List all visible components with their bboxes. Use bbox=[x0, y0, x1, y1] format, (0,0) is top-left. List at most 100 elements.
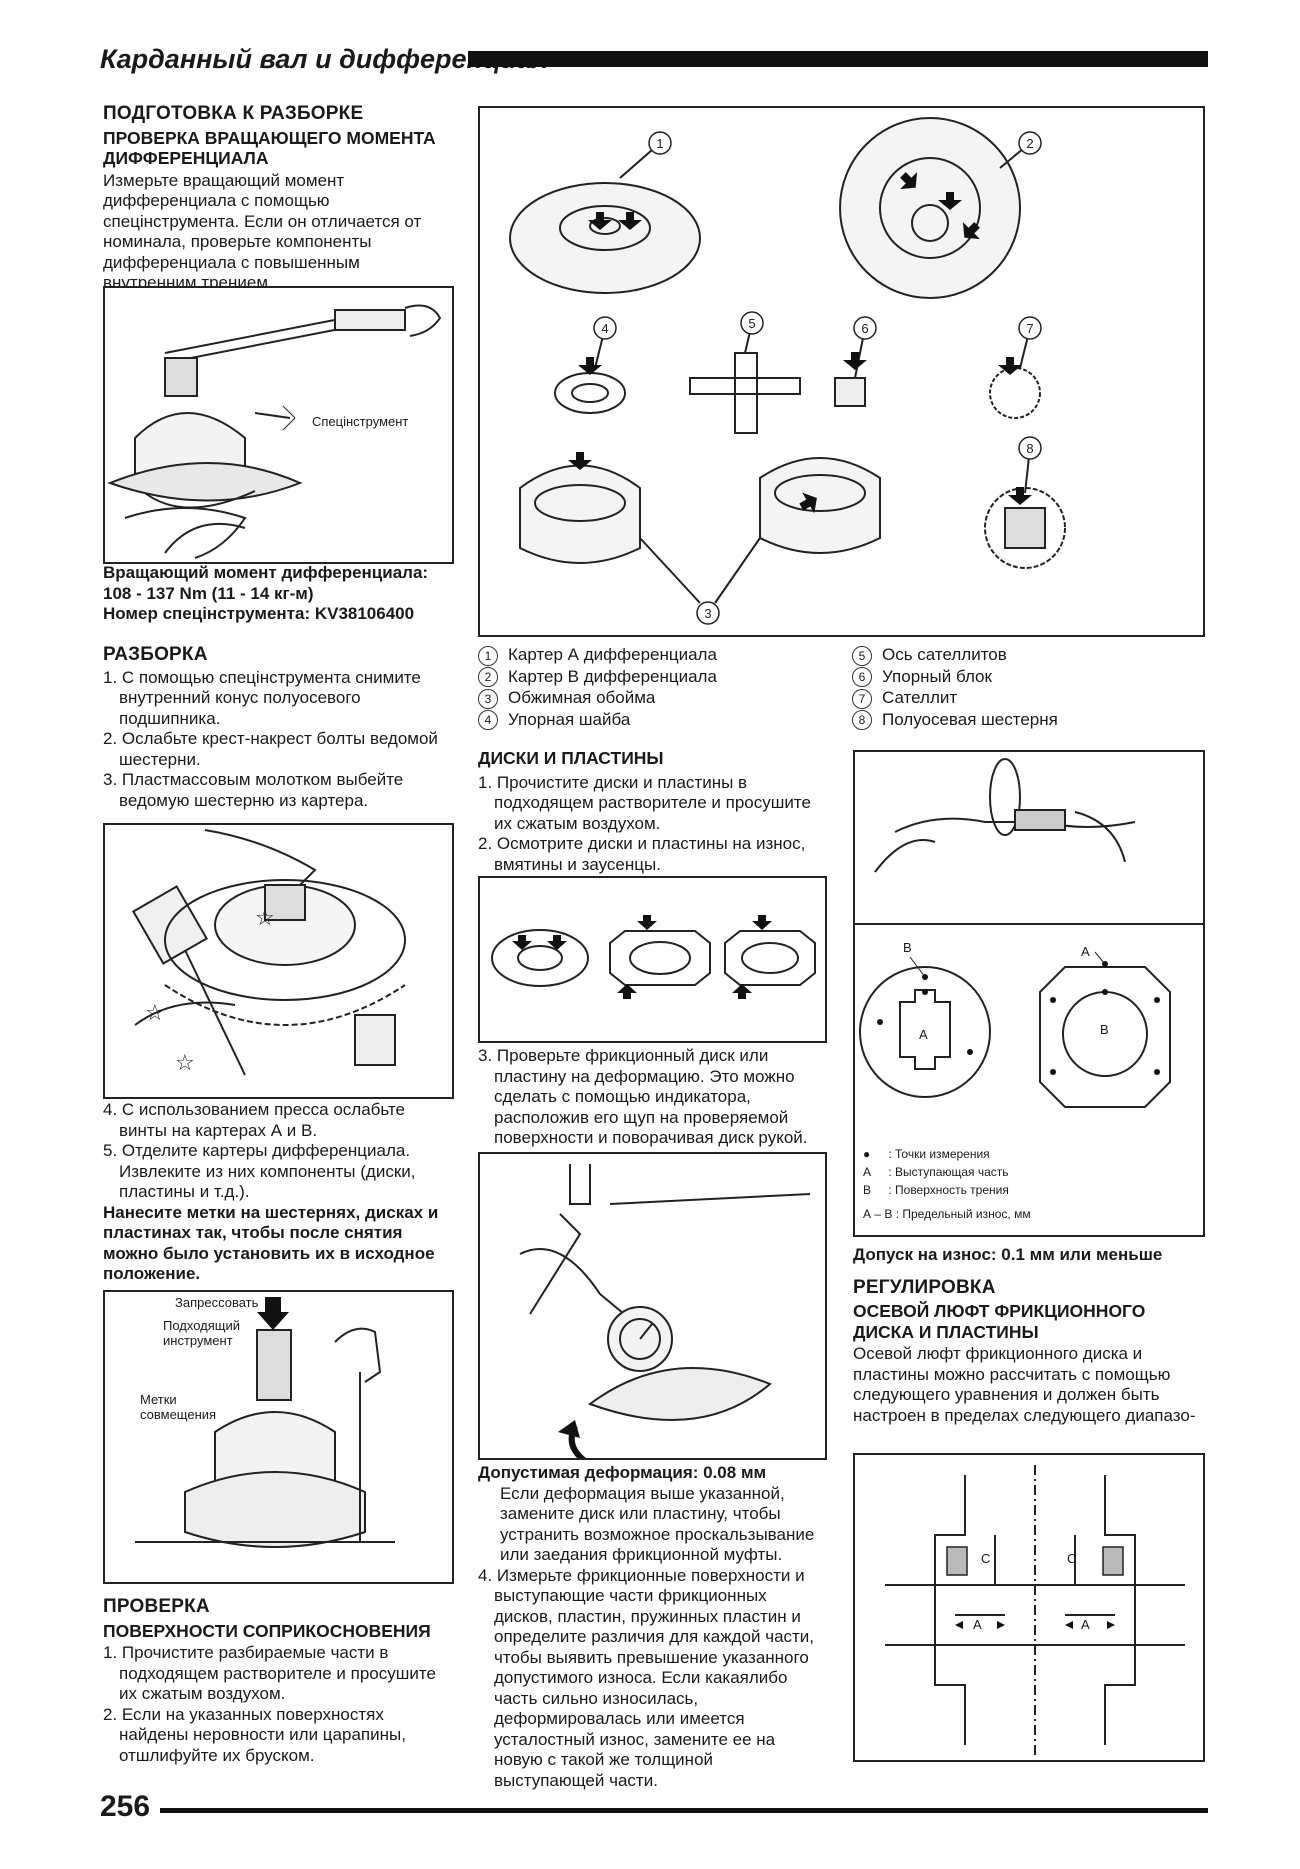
legend-text: Упорная шайба bbox=[508, 709, 631, 729]
callout-number: 6 bbox=[852, 667, 872, 688]
disassembly-block: РАЗБОРКА 1. С помощью спецінструмента сн… bbox=[103, 644, 453, 812]
deformation-spec-block: Допустимая деформация: 0.08 мм Если дефо… bbox=[478, 1463, 828, 1791]
section-subheading-torque: ПРОВЕРКА ВРАЩАЮЩЕГО МОМЕНТА ДИФФЕРЕНЦИАЛ… bbox=[103, 127, 436, 169]
svg-text:☆: ☆ bbox=[255, 905, 275, 930]
wear-label-a-left: А bbox=[919, 1027, 928, 1042]
wear-spec: Допуск на износ: 0.1 мм или меньше bbox=[853, 1245, 1163, 1264]
list-item: 2. Ослабьте крест-накрест болты ведомой … bbox=[103, 729, 438, 769]
deformation-block: 3. Проверьте фрикционный диск или пласти… bbox=[478, 1046, 828, 1149]
paragraph-endplay: Осевой люфт фрикционного диска и пластин… bbox=[853, 1344, 1196, 1425]
wear-label-a-right: А bbox=[1081, 944, 1090, 959]
figure-cross-section: C C A A bbox=[853, 1453, 1205, 1762]
section-label-c-right: C bbox=[1067, 1551, 1077, 1566]
discs-steps: 1. Прочистите диски и пластины в подходя… bbox=[478, 773, 828, 876]
figure-label-tool: Подходящий инструмент bbox=[163, 1318, 241, 1348]
section-heading-disassembly: РАЗБОРКА bbox=[103, 644, 208, 665]
list-item: 2. Осмотрите диски и пластины на износ, … bbox=[478, 834, 806, 874]
wear-legend-text: Поверхность трения bbox=[895, 1183, 1009, 1197]
section-subheading-contact: ПОВЕРХНОСТИ СОПРИКОСНОВЕНИЯ bbox=[103, 1620, 431, 1641]
section-subheading-endplay: ОСЕВОЙ ЛЮФТ ФРИКЦИОННОГО ДИСКА И ПЛАСТИН… bbox=[853, 1301, 1146, 1342]
wear-legend-text: Предельный износ, мм bbox=[902, 1207, 1031, 1221]
legend-text: Полуосевая шестерня bbox=[882, 709, 1058, 729]
figure-label-special-tool: Спецінструмент bbox=[312, 414, 409, 429]
torque-spec-block: Вращающий момент дифференциала: 108 - 13… bbox=[103, 563, 453, 625]
list-item: 5. Отделите картеры дифференциала. Извле… bbox=[103, 1141, 416, 1201]
list-item: 2. Если на указанных поверхностях найден… bbox=[103, 1704, 406, 1765]
wear-legend-key: А bbox=[863, 1165, 872, 1179]
cross-section-illustration bbox=[885, 1465, 1185, 1755]
wear-legend-key: ● bbox=[863, 1147, 871, 1161]
parts-legend-col1: 1 Картер А дифференциала 2 Картер В диффер… bbox=[478, 644, 717, 731]
callout-number: 5 bbox=[852, 645, 872, 666]
legend-text: Ось сателлитов bbox=[882, 645, 1007, 664]
svg-text:☆: ☆ bbox=[145, 1000, 165, 1025]
svg-text:1: 1 bbox=[656, 136, 663, 151]
section-heading-inspection: ПРОВЕРКА bbox=[103, 1596, 210, 1617]
left-column-top: ПОДГОТОВКА К РАЗБОРКЕ ПРОВЕРКА ВРАЩАЮЩЕГ… bbox=[103, 103, 453, 294]
legend-item: 8 Полуосевая шестерня bbox=[852, 709, 1058, 731]
dial-indicator-illustration bbox=[519, 1164, 811, 1458]
legend-item: 1 Картер А дифференциала bbox=[478, 644, 717, 666]
section-label-a-right: A bbox=[1081, 1617, 1090, 1632]
legend-text: Картер В дифференциала bbox=[508, 666, 717, 686]
legend-text: Картер А дифференциала bbox=[508, 645, 717, 664]
wear-legend-key: А – В bbox=[863, 1207, 893, 1221]
marking-note: Нанесите метки на шестернях, дисках и пл… bbox=[103, 1202, 439, 1284]
deformation-spec-text: Если деформация выше указанной, замените… bbox=[500, 1483, 815, 1565]
svg-text:2: 2 bbox=[1026, 136, 1033, 151]
adjustment-block: Допуск на износ: 0.1 мм или меньше РЕГУЛ… bbox=[853, 1245, 1208, 1426]
callout-number: 1 bbox=[478, 645, 498, 666]
figure-discs bbox=[478, 876, 827, 1043]
wear-legend-item: ● : Точки измерения bbox=[863, 1147, 990, 1161]
figure-hammer-ring-gear: ☆ ☆ ☆ bbox=[103, 823, 454, 1099]
callout-number: 8 bbox=[852, 710, 872, 731]
section-heading-discs: ДИСКИ И ПЛАСТИНЫ bbox=[478, 748, 664, 768]
deformation-spec: Допустимая деформация: 0.08 мм bbox=[478, 1463, 767, 1482]
list-item: 1. Прочистите разбираемые части в подход… bbox=[103, 1643, 436, 1703]
figure-label-marks: Метки совмещения bbox=[140, 1392, 217, 1422]
list-item: 1. Прочистите диски и пластины в подходя… bbox=[478, 772, 811, 833]
legend-item: 2 Картер В дифференциала bbox=[478, 666, 717, 688]
callout-number: 2 bbox=[478, 667, 498, 688]
discs-block: ДИСКИ И ПЛАСТИНЫ 1. Прочистите диски и п… bbox=[478, 748, 828, 875]
hammer-illustration: ☆ ☆ ☆ bbox=[131, 829, 406, 1076]
wear-legend-text: Выступающая часть bbox=[895, 1165, 1009, 1179]
disassembly-block-2: 4. С использованием пресса ослабьте винт… bbox=[103, 1100, 453, 1285]
section-label-a-left: A bbox=[973, 1617, 982, 1632]
svg-text:3: 3 bbox=[704, 606, 711, 621]
figure-dial-indicator bbox=[478, 1152, 827, 1460]
wear-label-b-left: В bbox=[903, 940, 912, 955]
wear-illustration bbox=[855, 758, 1203, 1108]
wear-label-b-right: В bbox=[1100, 1022, 1109, 1037]
list-item: 4. С использованием пресса ослабьте винт… bbox=[103, 1100, 405, 1140]
wear-legend-item: А – В : Предельный износ, мм bbox=[863, 1207, 1031, 1221]
svg-text:7: 7 bbox=[1026, 321, 1033, 336]
callout-number: 4 bbox=[478, 710, 498, 731]
legend-item: 5 Ось сателлитов bbox=[852, 644, 1058, 666]
figure-label-press: Запрессовать bbox=[175, 1295, 259, 1310]
inspection-steps: 1. Прочистите разбираемые части в подход… bbox=[103, 1643, 453, 1766]
torque-spec: Вращающий момент дифференциала: 108 - 13… bbox=[103, 563, 429, 603]
legend-item: 4 Упорная шайба bbox=[478, 709, 717, 731]
torque-illustration bbox=[107, 304, 442, 559]
callout-number: 3 bbox=[478, 688, 498, 709]
wear-legend-item: А : Выступающая часть bbox=[863, 1165, 1009, 1179]
section-heading-prep: ПОДГОТОВКА К РАЗБОРКЕ bbox=[103, 103, 364, 124]
figure-torque-measurement: Спецінструмент bbox=[103, 286, 454, 564]
section-label-c-left: C bbox=[981, 1551, 991, 1566]
page-number: 256 bbox=[100, 1790, 151, 1823]
discs-illustration bbox=[491, 915, 816, 999]
list-item: 3. Проверьте фрикционный диск или пласти… bbox=[478, 1046, 808, 1147]
wear-legend-item: В : Поверхность трения bbox=[863, 1183, 1009, 1197]
disassembly-steps: 1. С помощью спецінструмента снимите вну… bbox=[103, 668, 453, 812]
inspection-block: ПРОВЕРКА ПОВЕРХНОСТИ СОПРИКОСНОВЕНИЯ 1. … bbox=[103, 1596, 453, 1766]
paragraph-torque: Измерьте вращающий момент дифференциала … bbox=[103, 170, 422, 293]
svg-text:☆: ☆ bbox=[175, 1050, 195, 1075]
list-item: 3. Пластмассовым молотком выбейте ведому… bbox=[103, 770, 404, 810]
footer-line bbox=[160, 1808, 1208, 1813]
disassembly-steps-2: 4. С использованием пресса ослабьте винт… bbox=[103, 1100, 453, 1203]
